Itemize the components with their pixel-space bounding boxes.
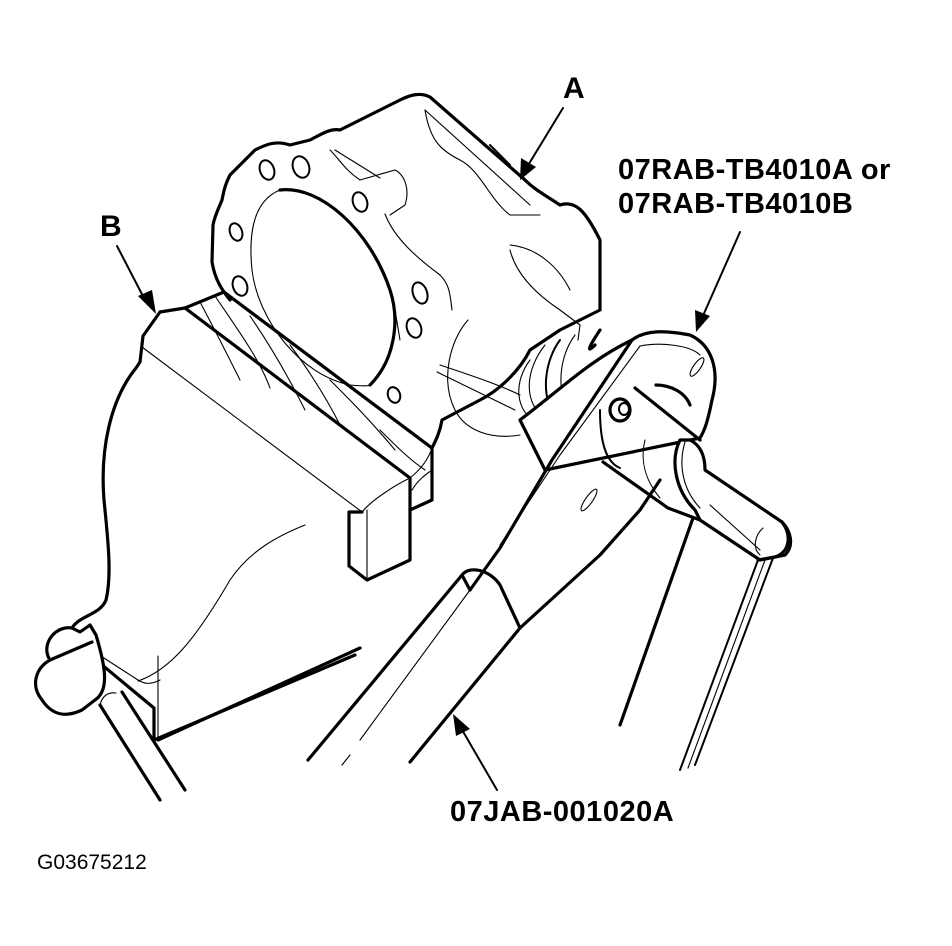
extension-handle-illustration xyxy=(306,568,522,766)
vise-illustration xyxy=(33,290,434,802)
arrowhead-icon xyxy=(453,714,470,736)
handle-part-number: 07JAB-001020A xyxy=(450,796,675,828)
housing-illustration xyxy=(210,92,602,450)
callout-leaders xyxy=(116,107,741,791)
arrowhead-icon xyxy=(695,310,710,332)
arrowhead-icon xyxy=(520,158,536,180)
arrowhead-icon xyxy=(138,290,156,314)
callout-label-a: A xyxy=(563,72,585,105)
tool-holder-illustration xyxy=(468,330,793,771)
callout-label-b: B xyxy=(100,210,122,243)
figure-id: G03675212 xyxy=(37,851,147,874)
tool-holder-part-number-line2: 07RAB-TB4010B xyxy=(618,188,854,220)
tool-holder-part-number-line1: 07RAB-TB4010A or xyxy=(618,154,891,186)
